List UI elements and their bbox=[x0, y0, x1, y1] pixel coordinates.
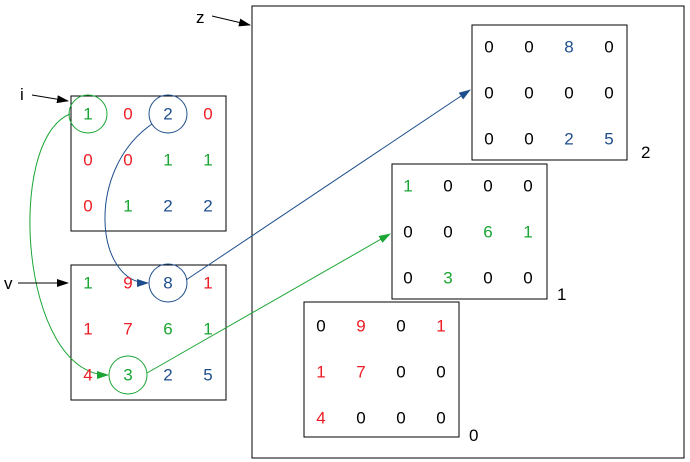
matrix-z0-cell-r1-c0: 1 bbox=[316, 363, 325, 382]
label-slice-1: 1 bbox=[557, 285, 566, 304]
matrix-z1-cell-r1-c3: 1 bbox=[523, 223, 532, 242]
matrix-z0-cell-r2-c1: 0 bbox=[356, 409, 365, 428]
matrix-z2-cell-r1-c2: 0 bbox=[564, 84, 573, 103]
matrix-z0-cell-r2-c0: 4 bbox=[316, 409, 325, 428]
matrix-z2-cell-r1-c3: 0 bbox=[604, 84, 613, 103]
blue-connector-i-to-v bbox=[104, 123, 153, 287]
label-z: z bbox=[196, 8, 205, 27]
matrix-i-cell-r1-c1: 0 bbox=[123, 151, 132, 170]
matrix-i-cell-r2-c2: 2 bbox=[163, 197, 172, 216]
matrix-z2-cell-r0-c0: 0 bbox=[484, 38, 493, 57]
matrix-z1-cell-r2-c2: 0 bbox=[483, 269, 492, 288]
matrix-z0-box bbox=[303, 301, 460, 438]
matrix-z1-cell-r1-c2: 6 bbox=[483, 223, 492, 242]
highlight-circle-v-3 bbox=[108, 355, 148, 395]
matrix-z1-cell-r0-c0: 1 bbox=[403, 177, 412, 196]
matrix-i-cell-r1-c2: 1 bbox=[163, 151, 172, 170]
matrix-z1-cell-r2-c0: 0 bbox=[403, 269, 412, 288]
matrix-v-cell-r0-c1: 9 bbox=[123, 274, 132, 293]
matrix-v-cell-r0-c0: 1 bbox=[83, 274, 92, 293]
matrix-z2-box bbox=[471, 24, 628, 161]
label-slice-2: 2 bbox=[641, 143, 650, 162]
matrix-z2-cell-r1-c1: 0 bbox=[524, 84, 533, 103]
matrix-z2-cell-r0-c3: 0 bbox=[604, 38, 613, 57]
matrix-i-cell-r0-c1: 0 bbox=[123, 105, 132, 124]
matrix-i-cell-r0-c0: 1 bbox=[83, 105, 92, 124]
matrix-z2-cell-r0-c1: 0 bbox=[524, 38, 533, 57]
matrix-v-cell-r2-c2: 2 bbox=[163, 366, 172, 385]
matrix-z0-cell-r1-c3: 0 bbox=[436, 363, 445, 382]
matrix-z0-cell-r1-c2: 0 bbox=[396, 363, 405, 382]
matrix-i-cell-r1-c0: 0 bbox=[83, 151, 92, 170]
matrix-v-cell-r2-c0: 4 bbox=[83, 366, 92, 385]
matrix-v-box bbox=[70, 264, 227, 401]
label-i: i bbox=[20, 85, 24, 104]
matrix-i-box bbox=[70, 95, 227, 232]
matrix-i-cell-r2-c1: 1 bbox=[123, 197, 132, 216]
matrix-z1-cells: 1 0 0 0 0 0 6 1 0 3 0 0 bbox=[403, 177, 532, 288]
matrix-v-cell-r1-c1: 7 bbox=[123, 320, 132, 339]
matrix-z1-cell-r1-c1: 0 bbox=[443, 223, 452, 242]
highlight-circle-i-2 bbox=[148, 94, 188, 134]
matrix-z2-cell-r2-c3: 5 bbox=[604, 130, 613, 149]
green-arrow-to-z1 bbox=[146, 233, 391, 374]
matrix-z0-cell-r0-c0: 0 bbox=[316, 317, 325, 336]
matrix-z1-cell-r0-c3: 0 bbox=[523, 177, 532, 196]
matrix-z0-cells: 0 9 0 1 1 7 0 0 4 0 0 0 bbox=[316, 317, 445, 428]
matrix-i-cell-r0-c3: 0 bbox=[203, 105, 212, 124]
matrix-z1-cell-r2-c1: 3 bbox=[443, 269, 452, 288]
matrix-i-cell-r2-c3: 2 bbox=[203, 197, 212, 216]
matrix-i-cells: 1 0 2 0 0 0 1 1 0 1 2 2 bbox=[83, 105, 212, 216]
matrix-z1-cell-r0-c1: 0 bbox=[443, 177, 452, 196]
matrix-i-cell-r2-c0: 0 bbox=[83, 197, 92, 216]
z-container-box bbox=[251, 5, 685, 459]
pointer-arrow-z bbox=[211, 15, 251, 27]
matrix-v-cells: 1 9 8 1 1 7 6 1 4 3 2 5 bbox=[83, 274, 212, 385]
matrix-z0-cell-r0-c1: 9 bbox=[356, 317, 365, 336]
matrix-i-cell-r0-c2: 2 bbox=[163, 105, 172, 124]
matrix-v-cell-r2-c1: 3 bbox=[123, 366, 132, 385]
label-v: v bbox=[4, 274, 13, 293]
matrix-z0-cell-r0-c3: 1 bbox=[436, 317, 445, 336]
green-connector-i-to-v bbox=[29, 113, 109, 379]
matrix-z1-box bbox=[391, 163, 548, 300]
matrix-z1-cell-r0-c2: 0 bbox=[483, 177, 492, 196]
pointer-arrow-i bbox=[31, 94, 69, 104]
highlight-circle-v-8 bbox=[148, 263, 188, 303]
matrix-z2-cell-r1-c0: 0 bbox=[484, 84, 493, 103]
matrix-v-cell-r1-c0: 1 bbox=[83, 320, 92, 339]
matrix-z2-cells: 0 0 8 0 0 0 0 0 0 0 2 5 bbox=[484, 38, 613, 149]
matrix-z2-cell-r2-c0: 0 bbox=[484, 130, 493, 149]
matrix-z2-cell-r2-c1: 0 bbox=[524, 130, 533, 149]
matrix-z0-cell-r0-c2: 0 bbox=[396, 317, 405, 336]
matrix-i-cell-r1-c3: 1 bbox=[203, 151, 212, 170]
matrix-z0-cell-r1-c1: 7 bbox=[356, 363, 365, 382]
matrix-v-cell-r0-c2: 8 bbox=[163, 274, 172, 293]
matrix-z0-cell-r2-c2: 0 bbox=[396, 409, 405, 428]
matrix-v-cell-r1-c2: 6 bbox=[163, 320, 172, 339]
matrix-z0-cell-r2-c3: 0 bbox=[436, 409, 445, 428]
matrix-z1-cell-r2-c3: 0 bbox=[523, 269, 532, 288]
label-slice-0: 0 bbox=[469, 426, 478, 445]
matrix-z1-cell-r1-c0: 0 bbox=[403, 223, 412, 242]
matrix-v-cell-r0-c3: 1 bbox=[203, 274, 212, 293]
matrix-v-cell-r1-c3: 1 bbox=[203, 320, 212, 339]
blue-arrow-to-z2 bbox=[185, 89, 471, 281]
matrix-v-cell-r2-c3: 5 bbox=[203, 366, 212, 385]
matrix-z2-cell-r0-c2: 8 bbox=[564, 38, 573, 57]
matrix-z2-cell-r2-c2: 2 bbox=[564, 130, 573, 149]
